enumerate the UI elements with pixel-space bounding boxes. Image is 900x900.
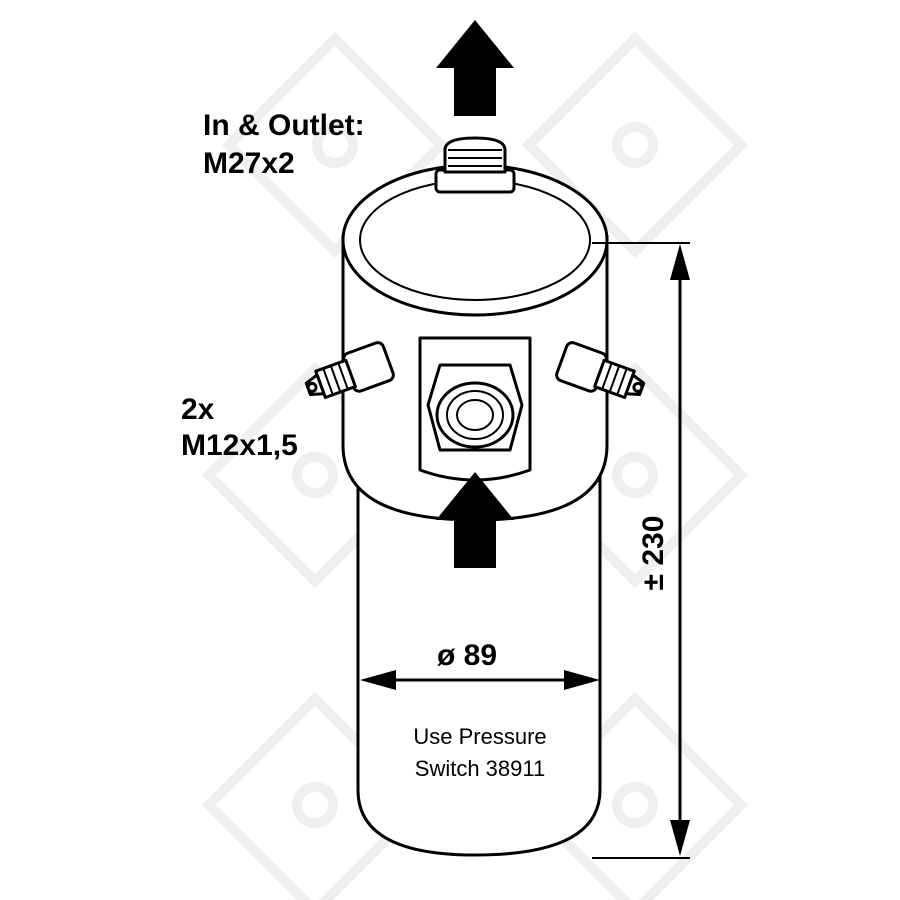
arrow-up-icon-outlet — [436, 20, 514, 116]
note-label-line1: Use Pressure — [413, 724, 547, 749]
side-ports-count-label: 2x — [181, 393, 215, 426]
note-label-line2: Switch 38911 — [414, 756, 546, 781]
diameter-label: ø 89 — [437, 639, 498, 672]
height-label: ± 230 — [637, 515, 670, 591]
top-fitting — [434, 136, 516, 194]
arrow-up-icon-inlet — [436, 472, 514, 568]
height-dimension — [592, 242, 690, 859]
right-side-port — [555, 341, 646, 400]
inlet-outlet-thread-label: M27x2 — [203, 147, 295, 180]
diameter-dimension — [360, 670, 600, 690]
cylinder-body — [356, 470, 602, 857]
left-side-port — [304, 341, 395, 400]
side-ports-thread-label: M12x1,5 — [181, 429, 298, 462]
inlet-outlet-label: In & Outlet: — [203, 109, 365, 142]
